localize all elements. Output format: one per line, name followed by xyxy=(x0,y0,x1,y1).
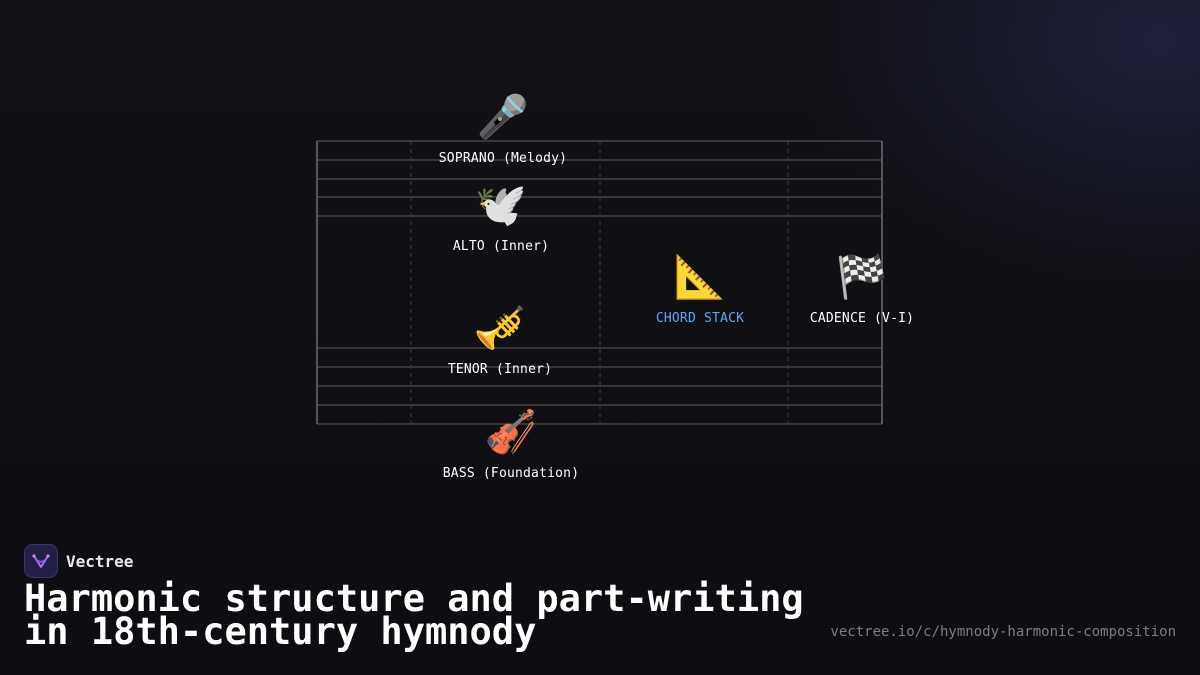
bass-node: 🎻 BASS (Foundation) xyxy=(443,407,579,483)
triangular-ruler-icon: 📐 xyxy=(673,252,727,301)
page-title: Harmonic structure and part-writing in 1… xyxy=(24,580,824,650)
violin-icon: 🎻 xyxy=(484,407,538,456)
alto-label: ALTO (Inner) xyxy=(452,239,550,254)
brand-name: Vectree xyxy=(66,551,134,571)
measure-dividers xyxy=(410,141,789,424)
checkered-flag-icon: 🏁 xyxy=(835,252,889,301)
source-url: vectree.io/c/hymnody-harmonic-compositio… xyxy=(830,624,1176,640)
alto-node: 🕊️ ALTO (Inner) xyxy=(453,180,549,256)
brand: Vectree xyxy=(24,544,133,578)
soprano-label: SOPRANO (Melody) xyxy=(438,151,568,166)
cadence-node: 🏁 CADENCE (V-I) xyxy=(810,252,914,328)
bass-label: BASS (Foundation) xyxy=(442,466,580,481)
title-line-1: Harmonic structure and part-writing xyxy=(24,577,804,620)
title-line-2: in 18th-century hymnody xyxy=(24,610,537,653)
chord-stack-label: CHORD STACK xyxy=(655,311,745,326)
vectree-logo-mark xyxy=(32,554,50,568)
cadence-label: CADENCE (V-I) xyxy=(809,311,915,326)
dove-icon: 🕊️ xyxy=(474,180,528,229)
tenor-node: 🎺 TENOR (Inner) xyxy=(448,303,552,379)
staff-frame xyxy=(316,141,883,424)
soprano-node: 🎤 SOPRANO (Melody) xyxy=(439,92,567,168)
tenor-label: TENOR (Inner) xyxy=(447,362,553,377)
microphone-icon: 🎤 xyxy=(476,92,530,141)
vectree-logo-icon xyxy=(24,544,58,578)
trumpet-icon: 🎺 xyxy=(473,303,527,352)
chord-stack-node: 📐 CHORD STACK xyxy=(656,252,744,328)
